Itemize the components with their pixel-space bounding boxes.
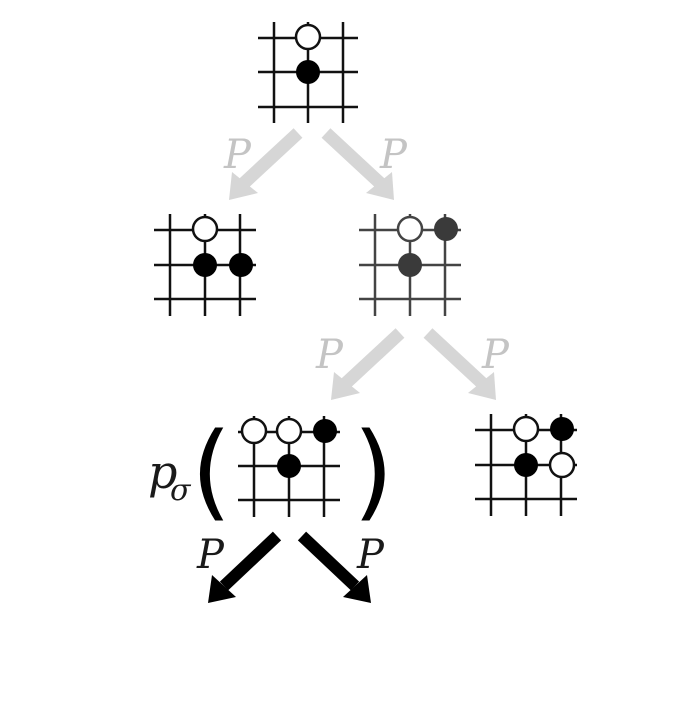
policy-subscript: σ <box>170 473 192 508</box>
arrow-label-p: P <box>379 132 408 178</box>
dark-stone <box>434 217 458 241</box>
white-stone <box>396 215 424 243</box>
white-stone <box>548 451 576 479</box>
black-stone <box>277 454 301 478</box>
arrow-label-p: P <box>196 532 225 578</box>
white-stone <box>275 417 303 445</box>
arrow-level2-left <box>331 328 405 400</box>
black-stone <box>514 453 538 477</box>
close-paren: ) <box>353 410 394 532</box>
white-stone <box>191 215 219 243</box>
white-stone <box>512 415 540 443</box>
arrow-label-p: P <box>481 332 510 378</box>
arrow-label-p: P <box>315 332 344 378</box>
black-stone <box>296 60 320 84</box>
white-stone <box>294 23 322 51</box>
arrow-policy-right <box>297 531 371 603</box>
black-stone <box>550 417 574 441</box>
black-stone <box>193 253 217 277</box>
policy-label: p <box>148 445 177 499</box>
arrow-label-p: P <box>223 132 252 178</box>
arrow-root-left <box>229 128 303 200</box>
arrow-policy-left <box>208 531 282 603</box>
black-stone <box>229 253 253 277</box>
open-paren: ( <box>191 410 232 532</box>
white-stone <box>240 417 268 445</box>
arrow-level2-right <box>423 328 496 400</box>
dark-stone <box>398 253 422 277</box>
black-stone <box>313 419 337 443</box>
arrow-label-p: P <box>356 532 385 578</box>
arrow-root-right <box>321 128 394 200</box>
